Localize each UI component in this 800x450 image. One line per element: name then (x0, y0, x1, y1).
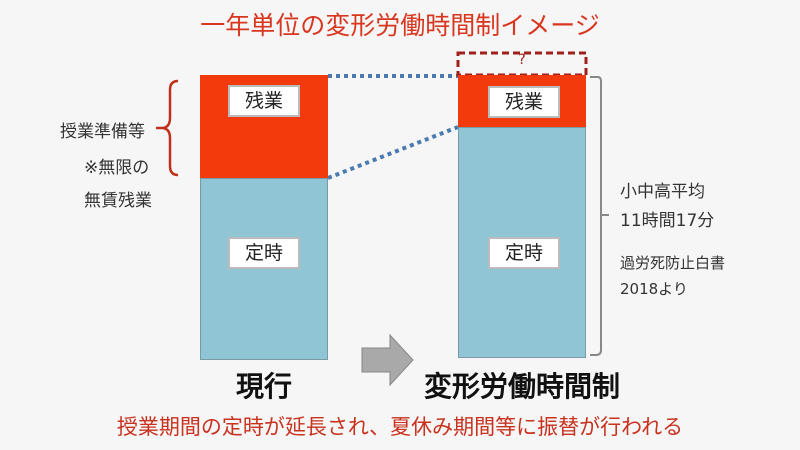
arrow-icon (361, 333, 414, 387)
source-line2: 2018より (620, 280, 688, 298)
dotted-line-bottom (327, 125, 459, 180)
note-unlimited: ※無限の (84, 158, 150, 178)
left-regular-block (200, 178, 328, 360)
note-prep: 授業準備等 (60, 122, 145, 142)
current-caption: 現行 (235, 370, 292, 403)
note-unpaid: 無賃残業 (84, 191, 152, 211)
right-regular-label: 定時 (488, 237, 560, 269)
left-brace (162, 79, 179, 177)
source-line1: 過労死防止白書 (620, 254, 726, 272)
footer-text: 授業期間の定時が延長され、夏休み期間等に振替が行われる (116, 415, 684, 439)
right-bracket (590, 76, 602, 356)
slide-title: 一年単位の変形労働時間制イメージ (200, 11, 600, 40)
variable-caption: 変形労働時間制 (423, 370, 620, 403)
avg-value: 11時間17分 (620, 211, 715, 231)
avg-label: 小中高平均 (620, 182, 705, 202)
unknown-mark: ? (518, 52, 526, 68)
left-overtime-label: 残業 (228, 85, 300, 117)
left-regular-label: 定時 (228, 237, 300, 269)
right-overtime-label: 残業 (488, 86, 560, 118)
